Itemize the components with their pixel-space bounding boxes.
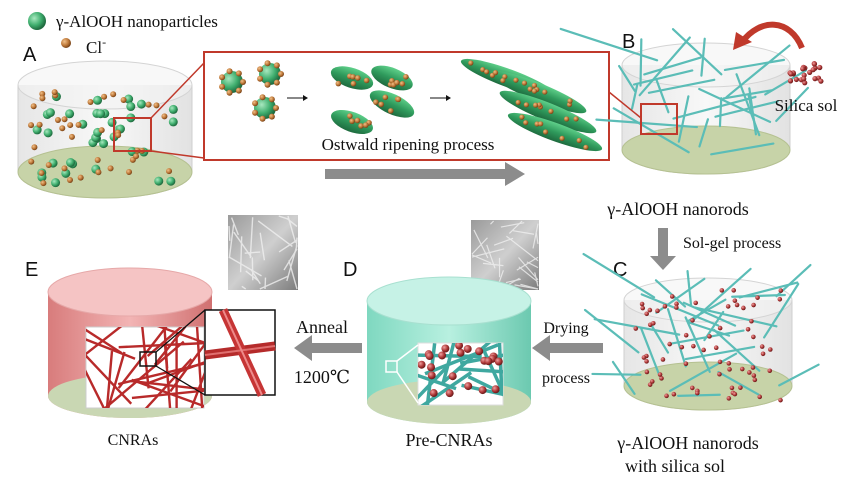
anneal-label: Anneal [296,317,348,337]
chloride-legend-label: Cl [86,38,102,57]
ostwald-stage-2-ellipsoids [330,65,415,135]
zoom-box-a [113,117,152,152]
arrow-small-2 [430,95,451,101]
drying-label-line2: process [542,370,590,387]
ostwald-stage-1-particles [219,60,284,122]
nanoparticle-legend-label: γ-AlOOH nanoparticles [55,12,218,31]
pre-cnras-label: Pre-CNRAs [405,430,492,450]
drying-label-line1: Drying [543,320,588,337]
nanoparticle-legend-icon [28,12,46,30]
process-arrow-a-to-b [325,162,525,186]
cnras-inset [85,326,205,409]
svg-text:Cl-: Cl- [86,35,106,57]
zoom-box-e [139,351,157,367]
process-arrow-c-to-d [532,335,603,361]
nanorods-label: γ-AlOOH nanorods [606,199,748,219]
silica-sol-icon [787,61,824,86]
zoom-box-d [385,360,398,373]
legend: γ-AlOOH nanoparticles Cl- [28,12,218,57]
beaker-c [582,252,820,411]
zoom-box-b [640,103,678,135]
panel-label-d: D [343,259,357,281]
arrow-small-1 [287,95,308,101]
curved-arrow-silica [739,21,805,50]
ostwald-stage-3-rods [460,58,603,152]
curved-arrow-head [733,32,752,50]
beaker-b-nanorods [559,27,810,156]
beaker-c-silica-particles [633,288,784,403]
nanorods-silica-label-line1: γ-AlOOH nanorods [616,433,758,453]
sol-gel-label: Sol-gel process [683,235,781,252]
silica-sol-label: Silica sol [775,96,838,115]
ostwald-label: Ostwald ripening process [322,135,495,154]
zoom-line-b [608,91,642,119]
beaker-a [17,60,193,199]
panel-label-e: E [25,259,38,281]
nanorods-silica-label-line2: with silica sol [625,456,725,476]
cnras-label: CNRAs [108,432,159,449]
beaker-c-nanorods [582,252,820,397]
zoom-line-a-bottom [150,150,205,159]
panel-label-a: A [23,44,37,66]
temperature-label: 1200℃ [294,367,350,387]
panel-label-b: B [622,31,635,53]
chloride-legend-icon [61,38,71,48]
beaker-b [559,27,810,175]
zoom-line-a-top [150,62,205,119]
cnras-zoom-detail [204,308,276,397]
sem-image-e [228,215,298,290]
process-arrow-b-to-c [650,228,676,270]
chloride-superscript: - [102,35,106,49]
process-arrow-d-to-e [294,335,362,361]
pre-cnras-inset [417,342,504,406]
beaker-a-particles [28,89,178,188]
sem-image-d [471,220,539,290]
